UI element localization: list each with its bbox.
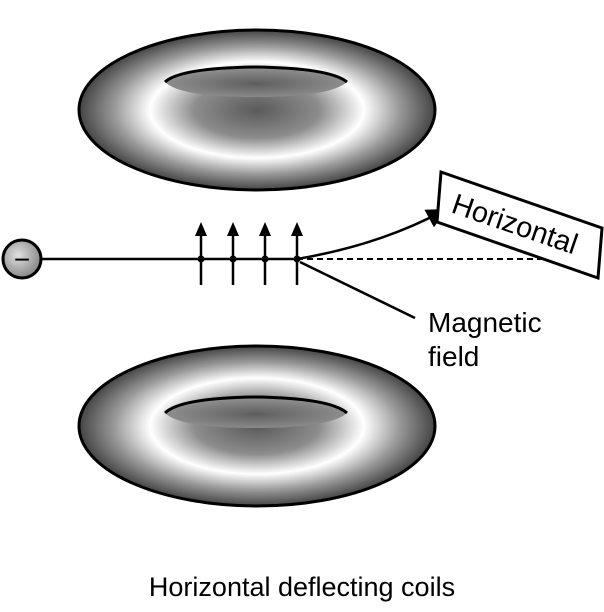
horizontal-screen: Horizontal bbox=[435, 169, 604, 281]
magnetic-field-arrows bbox=[195, 222, 303, 285]
field-arrow bbox=[259, 222, 271, 285]
electron: − bbox=[1, 238, 43, 280]
electron-minus-sign: − bbox=[14, 244, 30, 275]
field-leader-line bbox=[299, 260, 416, 320]
field-arrow bbox=[195, 222, 207, 285]
field-label-line1: Magnetic bbox=[428, 307, 542, 338]
diagram-caption: Horizontal deflecting coils bbox=[148, 572, 456, 602]
field-label-line2: field bbox=[428, 341, 479, 372]
deflected-path bbox=[296, 208, 447, 261]
top-coil bbox=[77, 28, 437, 192]
field-arrow bbox=[291, 222, 303, 285]
bottom-coil bbox=[77, 344, 437, 508]
field-arrow bbox=[227, 222, 239, 285]
